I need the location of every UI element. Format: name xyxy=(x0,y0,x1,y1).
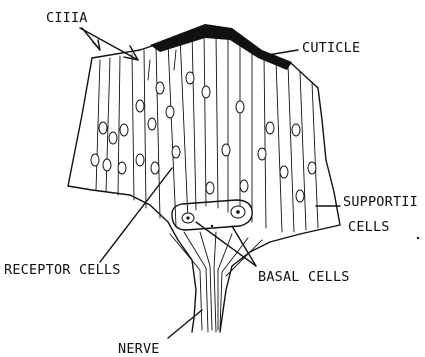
label-cuticle: CUTICLE xyxy=(302,40,360,56)
label-cilia: CIIIA xyxy=(46,10,88,26)
cuticle-cap xyxy=(150,24,292,70)
speck xyxy=(417,237,419,239)
tissue-outline xyxy=(68,26,340,332)
label-receptor-cells: RECEPTOR CELLS xyxy=(4,262,121,278)
label-nerve: NERVE xyxy=(118,341,160,357)
label-basal-cells: BASAL CELLS xyxy=(258,269,350,285)
nerve-fibres xyxy=(170,232,262,332)
label-supporting-cells: CELLS xyxy=(348,219,390,235)
nuclei xyxy=(91,72,316,202)
label-supporting: SUPPORTII xyxy=(343,194,418,210)
